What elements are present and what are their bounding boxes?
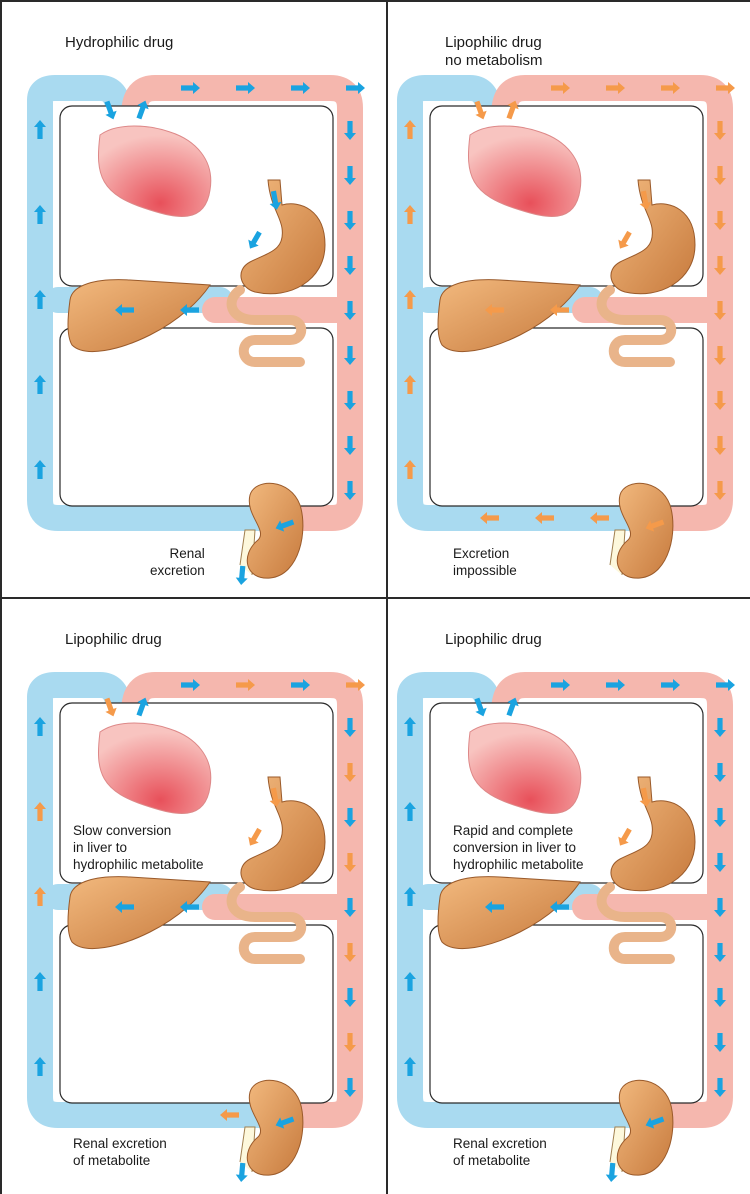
- middle-note: Rapid and complete conversion in liver t…: [453, 822, 584, 873]
- circulation-diagram: [380, 0, 750, 597]
- lower-loop-space: [430, 925, 703, 1103]
- panel-caption: Renal excretion of metabolite: [453, 1135, 547, 1169]
- lower-loop-space: [60, 925, 333, 1103]
- panel-title: Lipophilic drug no metabolism: [445, 34, 543, 70]
- panel-hydrophilic-drug: Hydrophilic drug Renal excretion: [0, 0, 386, 597]
- panel-title: Hydrophilic drug: [65, 34, 173, 52]
- panel-caption: Renal excretion: [150, 545, 205, 579]
- lower-loop-space: [60, 328, 333, 506]
- middle-note: Slow conversion in liver to hydrophilic …: [73, 822, 204, 873]
- panel-lipophilic-slow-conversion: Lipophilic drug Slow conversion in liver…: [0, 597, 386, 1194]
- panel-title: Lipophilic drug: [65, 631, 162, 649]
- lower-loop-space: [430, 328, 703, 506]
- circulation-diagram: [0, 597, 386, 1194]
- panel-caption: Renal excretion of metabolite: [73, 1135, 167, 1169]
- panel-caption: Excretion impossible: [453, 545, 517, 579]
- panel-lipophilic-no-metabolism: Lipophilic drug no metabolism Excretion …: [380, 0, 750, 597]
- circulation-diagram: [380, 597, 750, 1194]
- circulation-diagram: [0, 0, 386, 597]
- panel-title: Lipophilic drug: [445, 631, 542, 649]
- panel-lipophilic-rapid-conversion: Lipophilic drug Rapid and complete conve…: [380, 597, 750, 1194]
